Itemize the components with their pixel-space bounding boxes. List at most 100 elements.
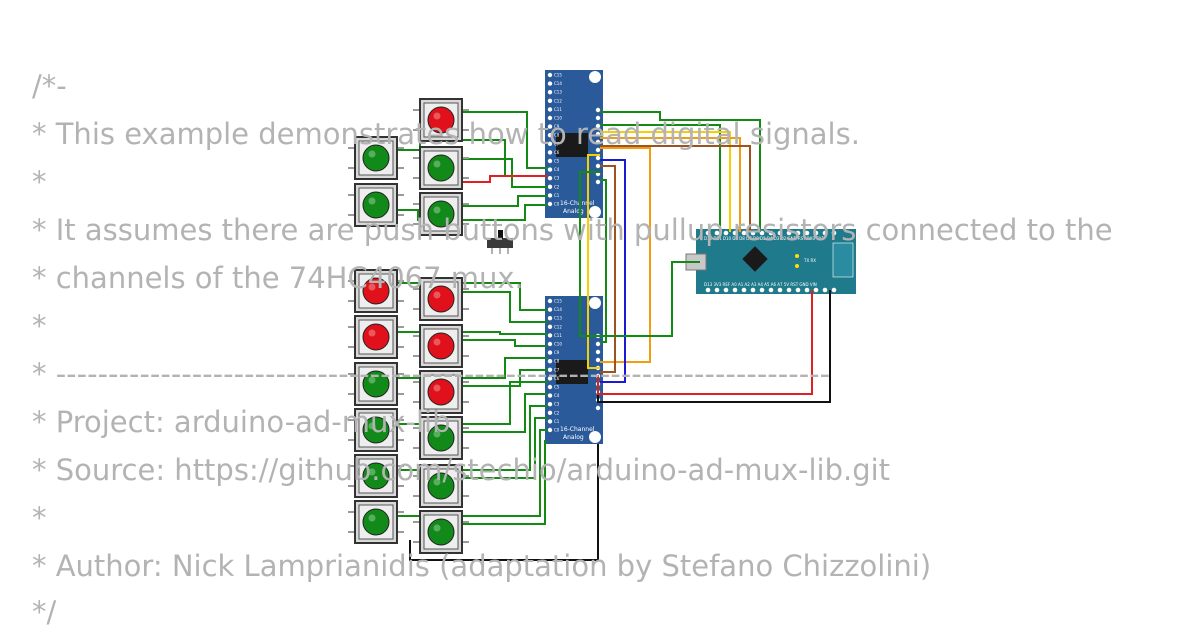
mux-pin-label: C13: [554, 90, 562, 95]
push-button-red[interactable]: [413, 370, 469, 414]
push-button-green[interactable]: [348, 136, 404, 180]
push-button-green[interactable]: [348, 500, 404, 544]
mux-control-pin: [595, 115, 601, 121]
mux-pin: [547, 201, 553, 207]
mux-pin-label: C6: [554, 376, 560, 381]
code-line: *: [32, 501, 47, 535]
mux-control-pin: [595, 349, 601, 355]
mux-control-pin: [595, 179, 601, 185]
mux-pin-label: C3: [554, 176, 560, 181]
push-button-green[interactable]: [413, 510, 469, 554]
nano-pin: [723, 287, 729, 293]
push-button-green[interactable]: [413, 146, 469, 190]
nano-pin: [831, 230, 837, 236]
mux-pin: [547, 141, 553, 146]
push-buttons: [348, 98, 469, 554]
mux-pin-label: C5: [554, 159, 560, 164]
nano-pin: [795, 230, 801, 236]
push-button-green[interactable]: [413, 192, 469, 236]
wire-green: [396, 204, 548, 221]
mux-pin-label: C8: [554, 133, 560, 138]
arduino-nano-board: D12 D11 D10 D9 D8 D7 D6 D5 D4 D3 D2 GND …: [685, 229, 856, 294]
mux-pin-label: C11: [554, 333, 562, 338]
wire-blue: [600, 159, 626, 383]
mux-pin-label: C15: [554, 73, 562, 78]
mux-pin-label: C10: [554, 116, 562, 121]
wire-yellow: [587, 154, 600, 369]
mux-pin-label: C12: [554, 98, 562, 103]
wire-green: [600, 179, 607, 343]
nano-pin: [777, 287, 783, 293]
mux-pin: [547, 359, 553, 364]
nano-pin: [831, 287, 837, 293]
push-button-green[interactable]: [348, 408, 404, 452]
mux-pin-label: C14: [554, 307, 562, 312]
push-button-red[interactable]: [413, 98, 469, 142]
mux-pin: [547, 124, 553, 129]
mux-top-subtitle: Analog: [563, 208, 584, 215]
mux-pin: [547, 419, 553, 424]
mux-pin-label: C4: [554, 393, 560, 398]
mux-pin: [547, 90, 553, 95]
nano-pin: [813, 230, 819, 236]
nano-pin: [759, 287, 765, 293]
code-line: * --------------------------------------…: [32, 357, 830, 391]
push-button-green[interactable]: [413, 416, 469, 460]
nano-pin: [822, 230, 828, 236]
push-button-red[interactable]: [413, 324, 469, 368]
mux-pin: [547, 167, 553, 172]
mux-pin: [547, 384, 553, 390]
wire-green: [600, 124, 721, 232]
mux-pin: [547, 150, 553, 155]
nano-pin: [714, 287, 720, 293]
mux-pin: [547, 193, 553, 198]
wire-green: [462, 369, 548, 387]
wire-orange: [600, 137, 741, 232]
mux-pin: [547, 184, 553, 189]
mux-pin-label: C2: [554, 410, 560, 415]
code-comment: /*- * This example demonstrates how to r…: [32, 69, 1113, 629]
code-line: * Source: https://github.com/stechio/ard…: [32, 453, 890, 487]
code-line: * It assumes there are push buttons with…: [32, 213, 1113, 247]
mux-control-pin: [595, 139, 601, 145]
push-button-green[interactable]: [348, 454, 404, 498]
mux-bottom-title: 16-Channel: [560, 426, 595, 433]
mux-pin-label: C0: [554, 202, 560, 207]
nano-pin: [732, 230, 738, 236]
wire-green: [396, 429, 548, 517]
nano-pin: [750, 287, 756, 293]
push-button-green[interactable]: [348, 362, 404, 406]
code-line: * channels of the 74HC4067 mux.: [32, 261, 524, 295]
code-line: *: [32, 309, 47, 343]
mux-pin-label: C6: [554, 150, 560, 155]
nano-pin: [723, 230, 729, 236]
mux-top-chip: [556, 133, 588, 157]
code-line: *: [32, 165, 47, 199]
push-button-red[interactable]: [348, 269, 404, 313]
mux-bottom-subtitle: Analog: [563, 434, 584, 441]
push-button-green[interactable]: [348, 183, 404, 227]
push-button-green[interactable]: [413, 464, 469, 508]
mux-bottom-chip: [556, 360, 588, 384]
mux-pin-label: C15: [554, 299, 562, 304]
mux-pin: [547, 367, 553, 372]
mux-pin-label: C13: [554, 316, 562, 321]
mux-pin: [547, 72, 553, 78]
mux-pin-label: C11: [554, 107, 562, 112]
power-led: [795, 264, 799, 268]
microcontroller-chip: [742, 246, 768, 272]
push-button-red[interactable]: [413, 277, 469, 321]
push-button-red[interactable]: [348, 315, 404, 359]
mux-pin: [547, 133, 553, 138]
nano-pin: [786, 287, 792, 293]
mux-pin: [547, 341, 553, 347]
mux-control-pin: [595, 147, 601, 153]
mux-control-pin: [595, 405, 601, 411]
mux-pin: [547, 158, 553, 164]
slide-switch[interactable]: [487, 230, 513, 254]
wire-brown: [600, 165, 616, 373]
mux-pin: [547, 376, 553, 381]
mux-pin-label: C12: [554, 324, 562, 329]
